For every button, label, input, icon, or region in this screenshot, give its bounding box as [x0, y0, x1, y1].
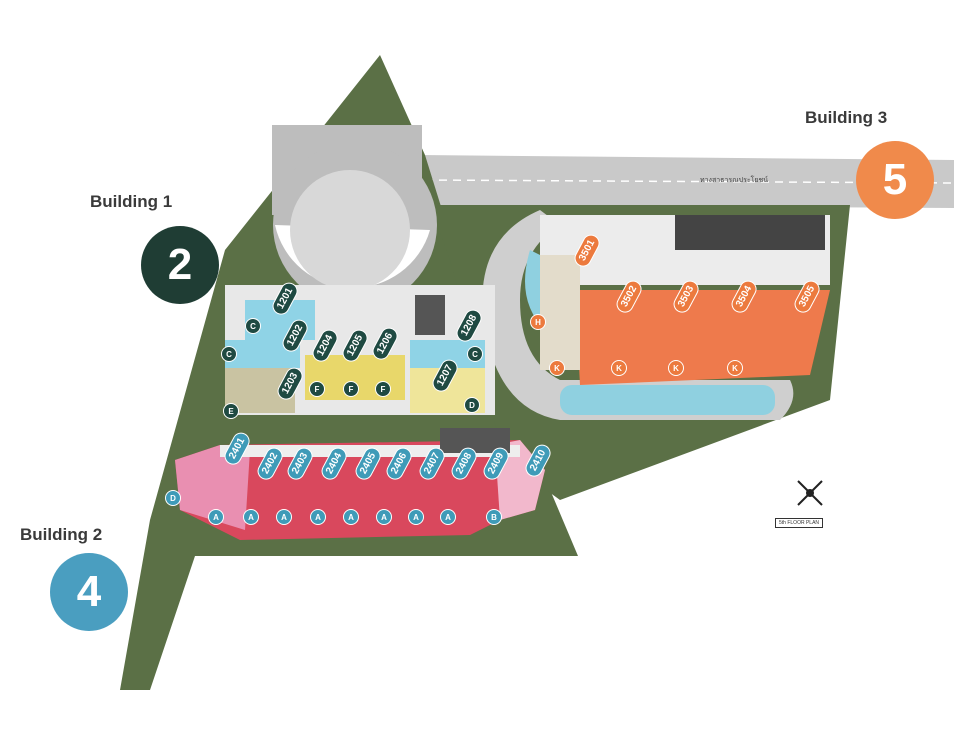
- unit-type-marker[interactable]: D: [464, 397, 480, 413]
- road: [420, 155, 954, 208]
- unit-type-marker[interactable]: C: [245, 318, 261, 334]
- unit-type-marker[interactable]: K: [549, 360, 565, 376]
- unit-type-marker[interactable]: C: [221, 346, 237, 362]
- road-label: ทางสาธารณประโยชน์: [700, 177, 768, 184]
- unit-type-marker[interactable]: K: [727, 360, 743, 376]
- building-1-label: Building 1: [90, 192, 173, 211]
- unit-type-marker[interactable]: A: [376, 509, 392, 525]
- unit-type-marker[interactable]: F: [375, 381, 391, 397]
- unit-type-marker[interactable]: D: [165, 490, 181, 506]
- unit-type-marker[interactable]: C: [467, 346, 483, 362]
- unit-type-marker[interactable]: K: [611, 360, 627, 376]
- building-1-badge[interactable]: 2: [141, 226, 219, 304]
- unit-type-marker[interactable]: F: [309, 381, 325, 397]
- north-arrow-icon: [797, 480, 823, 506]
- building-3-badge[interactable]: 5: [856, 141, 934, 219]
- unit-type-marker[interactable]: A: [310, 509, 326, 525]
- unit-type-marker[interactable]: A: [208, 509, 224, 525]
- unit-type-marker[interactable]: H: [530, 314, 546, 330]
- unit-type-marker[interactable]: A: [343, 509, 359, 525]
- unit-type-marker[interactable]: B: [486, 509, 502, 525]
- building-2-label: Building 2: [20, 525, 103, 544]
- unit-type-marker[interactable]: E: [223, 403, 239, 419]
- unit-type-marker[interactable]: A: [440, 509, 456, 525]
- unit-type-marker[interactable]: K: [668, 360, 684, 376]
- unit-type-marker[interactable]: A: [276, 509, 292, 525]
- unit-type-marker[interactable]: A: [243, 509, 259, 525]
- building-2-badge[interactable]: 4: [50, 553, 128, 631]
- unit-type-marker[interactable]: F: [343, 381, 359, 397]
- unit-type-marker[interactable]: A: [408, 509, 424, 525]
- floor-plan-label: 5th FLOOR PLAN: [775, 518, 824, 528]
- building-3-label: Building 3: [805, 108, 888, 127]
